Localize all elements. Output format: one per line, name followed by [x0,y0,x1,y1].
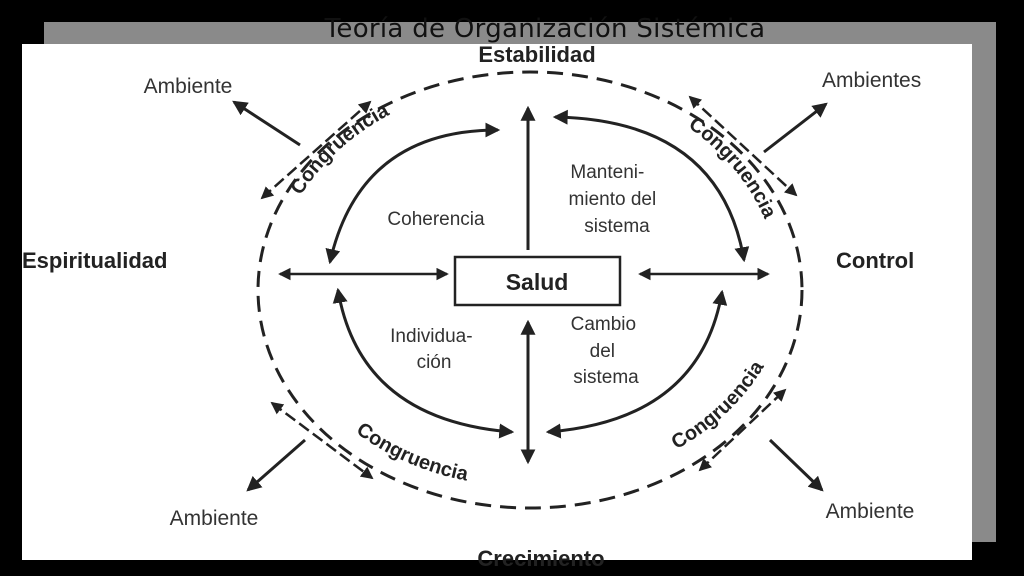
individuacion-line-1: Individua- [390,326,472,347]
pole-estabilidad: Estabilidad [478,42,595,67]
ambiente-arrow-tr [763,102,828,154]
center-label: Salud [506,269,569,295]
dashed-arrow-bl [270,401,374,480]
mantenimiento-line-1: Manteni- [570,162,644,183]
ambiente-bottom-left: Ambiente [170,507,259,530]
slide-title: Teoría de Organización Sistémica [324,14,766,44]
dashed-arrow-tl [260,100,372,200]
ambiente-arrow-br [768,438,824,492]
title-strip [270,22,830,44]
mantenimiento-line-3: sistema [584,216,650,237]
pole-crecimiento: Crecimiento [477,546,604,571]
mantenimiento-line-2: miento del [569,189,657,210]
ambiente-top-right: Ambientes [822,69,921,92]
pole-control: Control [836,248,914,273]
ambiente-bottom-right: Ambiente [826,500,915,523]
dashed-arrow-br [698,388,787,472]
label-coherencia: Coherencia [387,209,485,230]
dashed-arrow-tr [688,95,798,197]
arc-individuacion [332,287,515,439]
cambio-line-2: del [590,341,615,362]
ambiente-arrow-bl [246,438,306,492]
cambio-line-1: Cambio [571,314,636,335]
ambiente-top-left: Ambiente [144,75,233,98]
label-mantenimiento: Manteni- miento del sistema [569,162,662,237]
label-individuacion: Individua- ción [390,326,478,373]
arc-cambio [545,289,728,439]
congruencia-label-tl: Congruencia [286,99,393,198]
congruencia-label-br: Congruencia [668,356,769,453]
ambiente-arrow-tl [232,100,301,147]
arc-coherencia [325,122,501,265]
label-cambio: Cambio del sistema [571,314,642,388]
outer-dashed-ellipse [256,70,804,510]
cambio-line-3: sistema [573,367,639,388]
arc-mantenimiento [552,109,750,263]
pole-espiritualidad: Espiritualidad [22,248,167,273]
individuacion-line-2: ción [417,352,452,373]
